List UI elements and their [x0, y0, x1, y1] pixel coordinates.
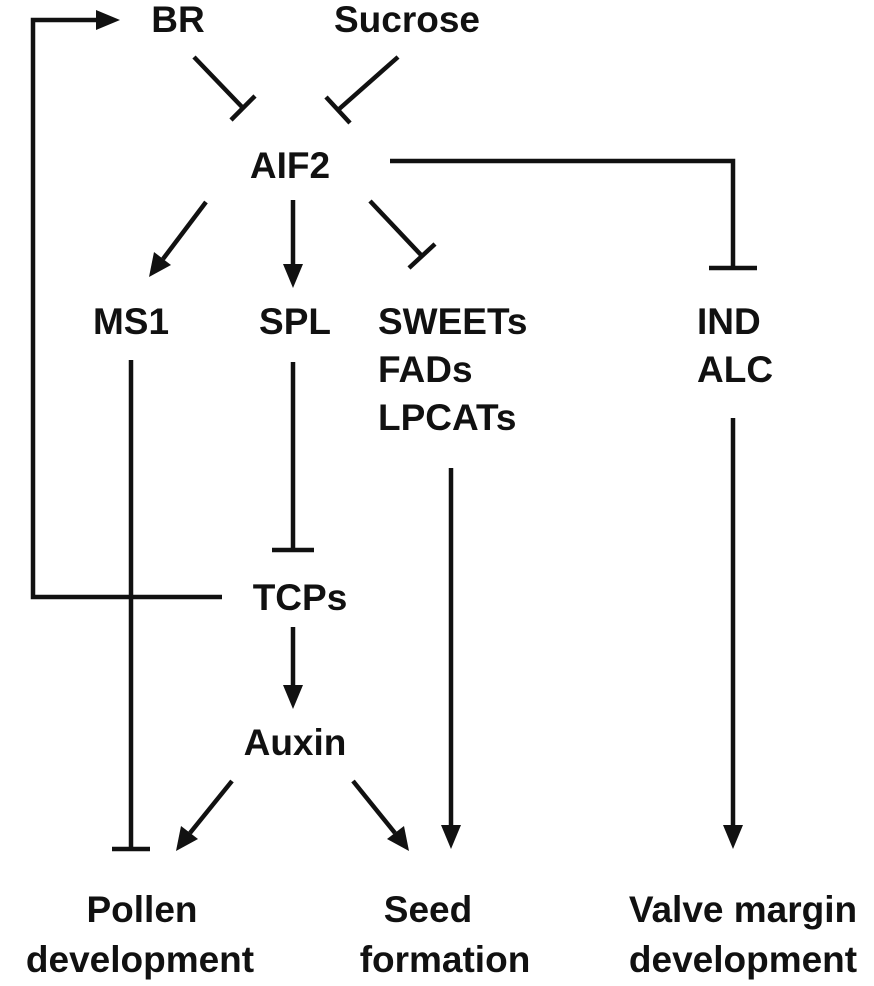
edge-sucrose-inhibits-aif2	[336, 55, 400, 112]
edge-aif2-to-ms1	[161, 200, 208, 261]
node-br: BR	[151, 0, 204, 40]
arrowhead-br	[96, 10, 120, 30]
node-sweets: SWEETs	[378, 301, 527, 342]
edge-auxin-to-pollen	[188, 779, 234, 835]
node-auxin: Auxin	[244, 722, 347, 763]
node-fads: FADs	[378, 349, 473, 390]
edge-aif2-inhibits-sweets	[368, 199, 424, 258]
node-tcps: TCPs	[253, 577, 348, 618]
node-valve-line1: Valve margin	[629, 889, 857, 930]
node-seed-line2: formation	[360, 939, 531, 980]
tbar-aif2-sweets	[407, 242, 437, 270]
node-alc: ALC	[697, 349, 773, 390]
edge-tcps-to-br	[30, 17, 222, 600]
node-seed-line1: Seed	[384, 889, 472, 930]
node-pollen-line2: development	[26, 939, 254, 980]
node-pollen-line1: Pollen	[86, 889, 197, 930]
edge-br-inhibits-aif2	[192, 55, 245, 110]
edge-auxin-to-seed	[351, 779, 397, 835]
arrowhead-valve	[723, 825, 743, 849]
node-lpcats: LPCATs	[378, 397, 516, 438]
tbar-sucrose-aif2	[324, 95, 352, 125]
node-ind: IND	[697, 301, 761, 342]
node-spl: SPL	[259, 301, 331, 342]
arrowhead-seed-from-auxin	[387, 826, 409, 851]
arrowhead-seed-from-sweets	[441, 825, 461, 849]
node-aif2: AIF2	[250, 145, 330, 186]
arrowhead-spl	[283, 264, 303, 288]
node-valve-line2: development	[629, 939, 857, 980]
arrowhead-ms1	[149, 252, 171, 277]
arrowhead-auxin	[283, 685, 303, 709]
arrowhead-pollen	[176, 826, 198, 851]
edge-aif2-inhibits-ind	[390, 158, 736, 268]
node-ms1: MS1	[93, 301, 169, 342]
node-sucrose: Sucrose	[334, 0, 480, 40]
tbar-br-aif2	[229, 94, 257, 122]
